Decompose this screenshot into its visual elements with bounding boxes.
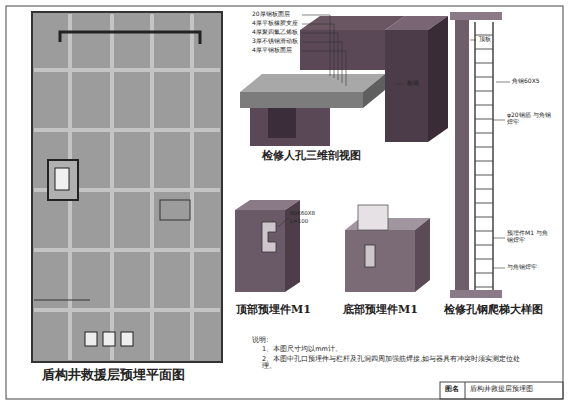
part-label: 顶板 bbox=[479, 36, 491, 43]
caption-holder: 检修孔钢爬梯大样图 bbox=[444, 304, 543, 317]
part-label: 预埋件M1 与角钢焊牢 bbox=[507, 230, 551, 244]
part-label-holder: 预埋件M1 与角钢焊牢 bbox=[507, 230, 551, 244]
layer-label-holder: 4厚平板橡胶支座 bbox=[252, 20, 298, 27]
layer-label-holder: 3厚不锈钢滑动板 bbox=[252, 38, 298, 45]
title-block-label: 图名 bbox=[445, 385, 459, 393]
dimension: 80X60X8 bbox=[290, 210, 315, 216]
caption: 底部预埋件M1 bbox=[343, 304, 418, 317]
caption-holder: 检修人孔三维剖视图 bbox=[262, 150, 361, 163]
note: 2、本图中孔口预埋件与栏杆及孔洞四周加强筋焊接,如与器具有冲突时须实测定位处理。 bbox=[262, 356, 532, 371]
note-holder: 2、本图中孔口预埋件与栏杆及孔洞四周加强筋焊接,如与器具有冲突时须实测定位处理。 bbox=[262, 356, 532, 371]
part-label-holder: 角钢60X5 bbox=[512, 78, 540, 85]
caption: 检修孔钢爬梯大样图 bbox=[444, 304, 543, 317]
part-label: φ20钢筋 与角钢焊牢 bbox=[507, 112, 551, 126]
layer-label-holder: 4厚平钢板面层 bbox=[252, 47, 292, 54]
dimension: L=100 bbox=[290, 218, 308, 224]
caption-holder: 顶部预埋件M1 bbox=[236, 304, 311, 317]
note: 1、本图尺寸均以mm计。 bbox=[262, 346, 342, 353]
caption-holder: 底部预埋件M1 bbox=[343, 304, 418, 317]
note-heading: 说明: bbox=[252, 336, 268, 344]
part-label: 与角钢焊牢 bbox=[507, 264, 537, 271]
title-block-label-holder: 图名 bbox=[445, 385, 459, 393]
part-label-holder: 板墙 bbox=[407, 80, 419, 87]
part-label-holder: 顶板 bbox=[479, 36, 491, 43]
part-label: 角钢60X5 bbox=[512, 78, 540, 85]
note-holder: 1、本图尺寸均以mm计。 bbox=[262, 346, 342, 353]
layer-label: 4厚聚四氟乙烯板 bbox=[252, 29, 298, 36]
part-label: 板墙 bbox=[407, 80, 419, 87]
drawing-name-holder: 盾构井救援层预埋图 bbox=[470, 385, 533, 393]
caption: 盾构井救援层预埋平面图 bbox=[42, 368, 185, 383]
layer-label-holder: 20厚钢板面层 bbox=[252, 11, 290, 18]
dimension-holder: L=100 bbox=[290, 218, 308, 224]
part-label-holder: φ20钢筋 与角钢焊牢 bbox=[507, 112, 551, 126]
caption: 检修人孔三维剖视图 bbox=[262, 150, 361, 163]
layer-label: 4厚平钢板面层 bbox=[252, 47, 292, 54]
dimension-holder: 80X60X8 bbox=[290, 210, 315, 216]
caption-holder: 盾构井救援层预埋平面图 bbox=[42, 368, 185, 383]
layer-label-holder: 4厚聚四氟乙烯板 bbox=[252, 29, 298, 36]
part-label-holder: 与角钢焊牢 bbox=[507, 264, 537, 271]
layer-label: 4厚平板橡胶支座 bbox=[252, 20, 298, 27]
note-heading-holder: 说明: bbox=[252, 336, 268, 344]
drawing-name: 盾构井救援层预埋图 bbox=[470, 385, 533, 393]
layer-label: 3厚不锈钢滑动板 bbox=[252, 38, 298, 45]
layer-label: 20厚钢板面层 bbox=[252, 11, 290, 18]
caption: 顶部预埋件M1 bbox=[236, 304, 311, 317]
